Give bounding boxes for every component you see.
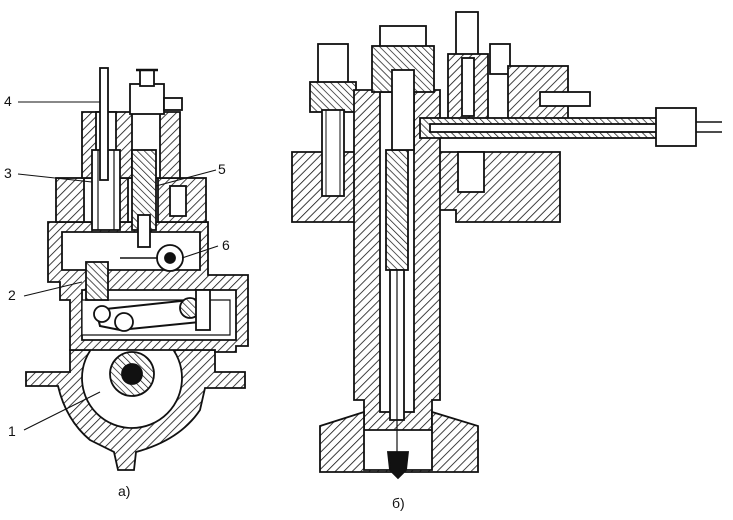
top-nut (379, 25, 427, 49)
nozzle-tip (386, 451, 410, 480)
figure-a-caption: а) (118, 483, 130, 499)
callout-2: 2 (8, 287, 16, 303)
injector-spring (385, 149, 409, 271)
callout-3: 3 (4, 165, 12, 181)
callout-1: 1 (8, 423, 16, 439)
figure-a (25, 67, 249, 471)
control-rod (99, 67, 109, 181)
callout-4: 4 (4, 93, 12, 109)
plunger-drive (85, 261, 109, 301)
callout-5: 5 (218, 161, 226, 177)
figure-b-caption: б) (392, 495, 405, 511)
figure-a-callouts: 1 2 3 4 5 6 (4, 93, 230, 439)
callout-6: 6 (222, 237, 230, 253)
roller (93, 305, 111, 323)
figure-b (291, 11, 722, 480)
inlet-fitting (455, 11, 479, 57)
